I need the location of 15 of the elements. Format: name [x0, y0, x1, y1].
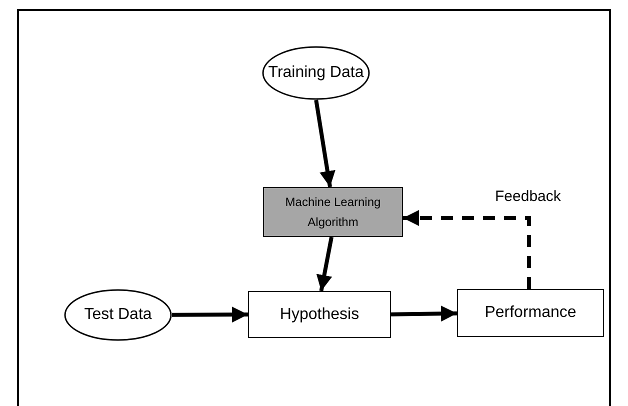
- data-ellipse: [64, 289, 172, 341]
- node-label: Machine Learning Algorithm: [284, 194, 382, 231]
- node-label: Test Data: [83, 305, 153, 326]
- arrow: [390, 306, 458, 322]
- process-box: [457, 289, 604, 337]
- node-label: Hypothesis: [278, 304, 360, 325]
- arrow: [316, 236, 334, 292]
- arrow: [403, 210, 531, 289]
- node-label: Training Data: [267, 63, 365, 84]
- data-ellipse: [262, 46, 370, 100]
- arrow: [172, 306, 248, 323]
- node-label: Performance: [484, 303, 578, 324]
- process-box: [248, 291, 391, 338]
- process-box: [263, 187, 403, 237]
- arrow: [314, 100, 336, 188]
